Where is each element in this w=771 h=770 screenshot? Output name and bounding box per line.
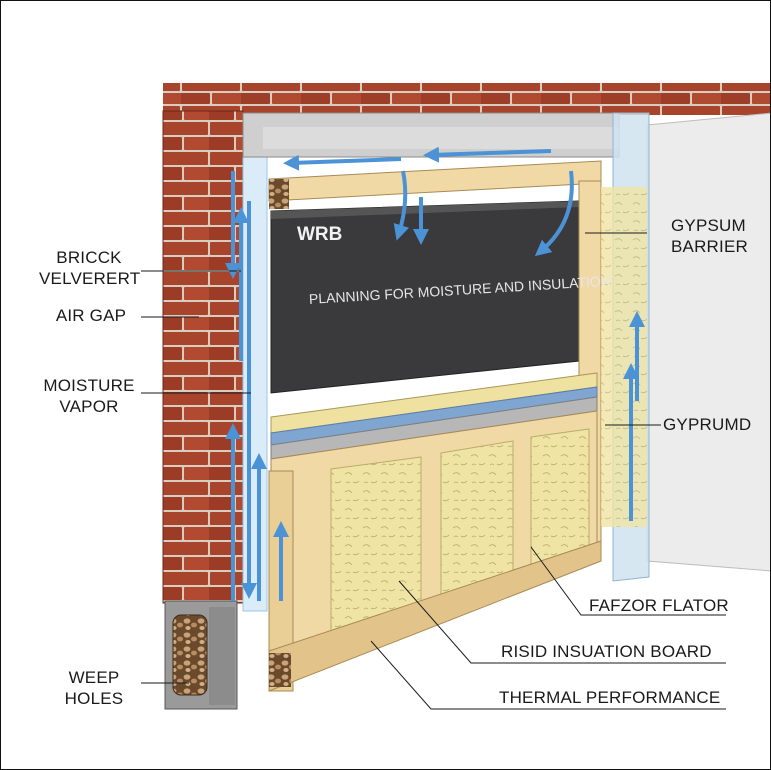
footing-side — [209, 607, 235, 705]
top-brick-course — [163, 83, 770, 115]
gypsum-board — [646, 112, 770, 572]
label-brick-line2: VELVERERT — [39, 269, 141, 288]
label-moisture-line2: VAPOR — [59, 397, 119, 416]
air-gap-cavity — [242, 112, 268, 612]
leader-lines — [141, 232, 726, 710]
wrb-label: WRB — [297, 224, 343, 245]
label-moisture: MOISTURE VAPOR — [39, 375, 139, 417]
label-thermal-performance: THERMAL PERFORMANCE — [499, 688, 721, 707]
airflow-arrows — [225, 146, 645, 601]
wrb-top-edge — [271, 201, 579, 219]
label-gypsum-line1: GYPSUM — [671, 216, 746, 235]
bottom-end-grain — [269, 653, 291, 687]
brick-veneer — [162, 110, 244, 604]
label-weep-line2: HOLES — [64, 689, 124, 708]
label-gypsum-line2: BARRIER — [671, 237, 748, 256]
label-weep-line1: WEEP — [68, 668, 120, 687]
label-gyprumd: GYPRUMD — [663, 415, 752, 434]
wall-cavity-insulation — [601, 187, 647, 527]
label-moisture-line1: MOISTURE — [43, 376, 135, 395]
label-brick: BRICCK VELVERERT — [39, 247, 141, 289]
label-weep-holes: WEEP HOLES — [49, 667, 139, 709]
header-inner — [263, 127, 619, 149]
label-risid-board: RISID INSUATION BOARD — [501, 642, 712, 661]
label-brick-line1: BRICCK — [56, 248, 122, 267]
top-plate — [268, 160, 602, 202]
weep-gravel — [172, 614, 208, 696]
label-gypsum-barrier: GYPSUM BARRIER — [671, 215, 748, 257]
label-air-gap: AIR GAP — [55, 306, 127, 325]
label-fafzor-flator: FAFZOR FLATOR — [589, 596, 729, 615]
plate-end-grain — [269, 179, 289, 209]
